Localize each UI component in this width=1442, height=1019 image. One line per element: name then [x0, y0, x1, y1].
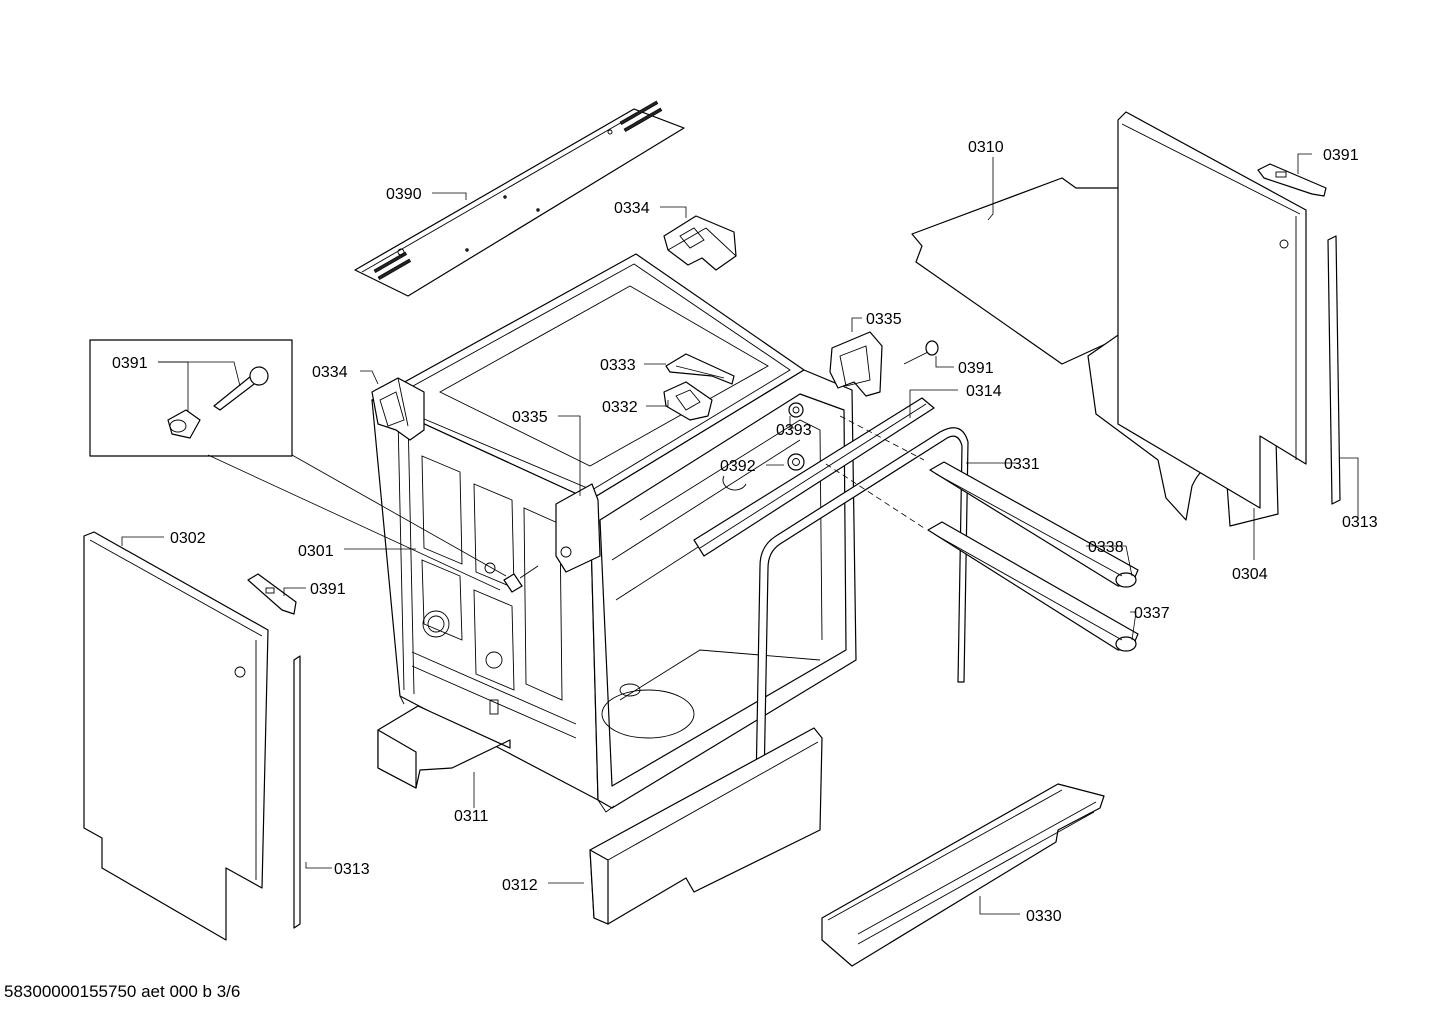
callout-0338: 0338	[1088, 539, 1124, 556]
callout-0301: 0301	[298, 543, 334, 560]
part-0334-top-bracket	[663, 215, 737, 271]
callout-0311: 0311	[454, 808, 489, 825]
callout-0391-top-right: 0391	[1323, 147, 1359, 164]
callout-0333: 0333	[600, 357, 636, 374]
part-alignment-dash	[825, 415, 925, 529]
callout-0332: 0332	[602, 399, 638, 416]
part-0391-screw-mid-right	[903, 340, 939, 365]
part-0338-rail	[929, 461, 1139, 588]
part-0312-toe-plate	[589, 727, 823, 925]
callout-0391-left: 0391	[310, 581, 346, 598]
callout-labels: 0390 0334 0310 0391 0391 0334 0335 0391 …	[112, 139, 1378, 925]
callout-0312: 0312	[502, 877, 538, 894]
part-0314-upper-rail	[693, 397, 935, 557]
callout-0314: 0314	[966, 383, 1002, 400]
part-0330-cover	[821, 783, 1105, 967]
callout-0331: 0331	[1004, 456, 1040, 473]
part-0311-base-block	[377, 705, 511, 789]
callout-0313-right: 0313	[1342, 514, 1378, 531]
part-0391-inset	[89, 339, 539, 593]
callout-0390: 0390	[386, 186, 422, 203]
part-right-side-panel	[1117, 111, 1307, 509]
part-0313-right-strip	[1327, 235, 1341, 505]
callout-0304: 0304	[1232, 566, 1268, 583]
callout-0335-right: 0335	[866, 311, 902, 328]
part-0331-seal-frame	[755, 427, 969, 787]
callout-0337: 0337	[1134, 605, 1170, 622]
part-0335-right-bracket	[829, 331, 883, 397]
part-0391-clip-top-right	[1257, 163, 1327, 197]
part-0302-left-panel	[83, 531, 269, 941]
callout-0330: 0330	[1026, 908, 1062, 925]
callout-0335-left: 0335	[512, 409, 548, 426]
callout-0302: 0302	[170, 530, 206, 547]
part-0391-clip-left	[247, 573, 297, 615]
part-0334-left-bracket	[371, 377, 425, 441]
part-0313-left-strip	[293, 655, 301, 929]
part-0393-nut	[788, 402, 804, 418]
callout-0391-mid-right: 0391	[958, 360, 994, 377]
part-0390-top-plate	[354, 100, 685, 297]
callout-0313-left: 0313	[334, 861, 370, 878]
part-0301-tub	[371, 253, 857, 813]
part-0333-rail	[665, 353, 735, 385]
document-code: 58300000155750 aet 000 b 3/6	[4, 982, 241, 1001]
callout-0391-inset: 0391	[112, 355, 148, 372]
callout-0392: 0392	[720, 458, 756, 475]
part-0337-rail	[927, 521, 1139, 652]
callout-0334-left: 0334	[312, 364, 348, 381]
callout-0310: 0310	[968, 139, 1004, 156]
leader-lines	[121, 153, 1359, 915]
part-0392-nut	[787, 453, 805, 471]
callout-0393: 0393	[776, 422, 812, 439]
callout-0334-top: 0334	[614, 200, 650, 217]
